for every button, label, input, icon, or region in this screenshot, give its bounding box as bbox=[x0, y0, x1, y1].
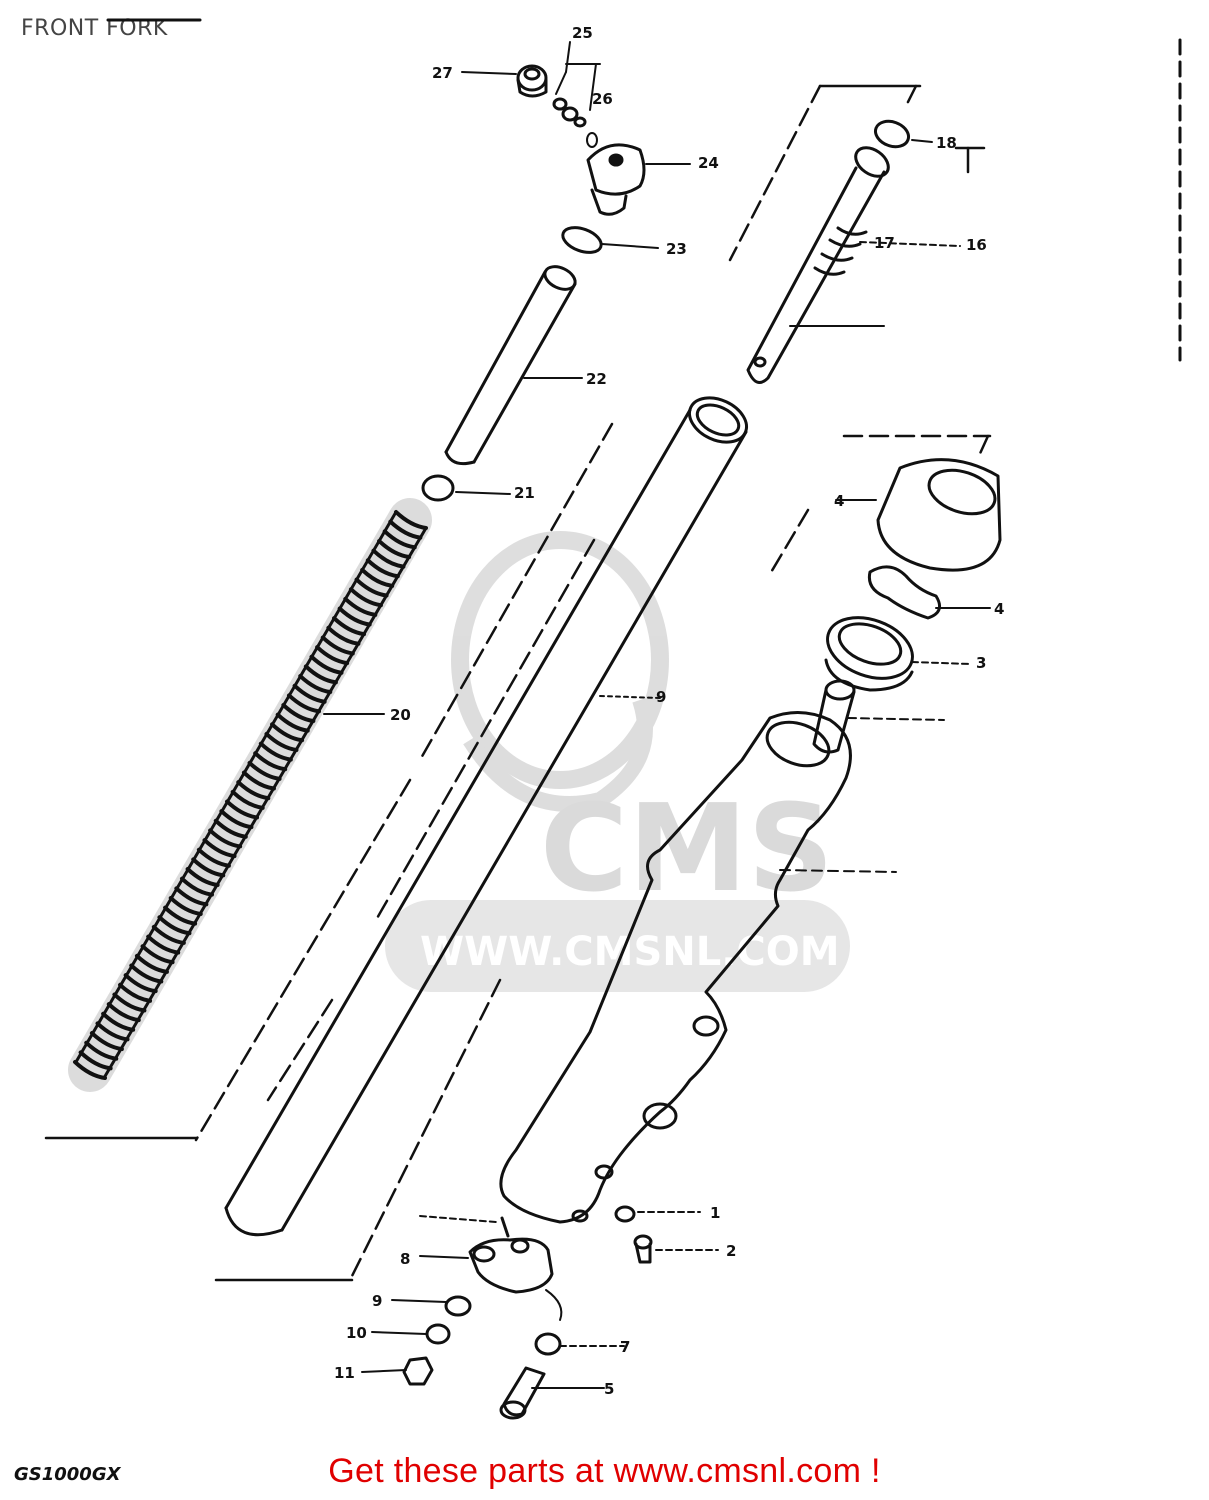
leader-lines bbox=[323, 41, 991, 1389]
label-20: 20 bbox=[390, 706, 411, 724]
label-11: 11 bbox=[334, 1364, 355, 1382]
part-25-valve bbox=[552, 97, 598, 148]
label-4-dust-seal: 4 bbox=[834, 492, 844, 510]
label-21: 21 bbox=[514, 484, 535, 502]
label-9-inner-tube: 9 bbox=[656, 688, 666, 706]
label-1: 1 bbox=[710, 1204, 720, 1222]
cta-link[interactable]: Get these parts at www.cmsnl.com ! bbox=[328, 1452, 881, 1490]
label-10: 10 bbox=[346, 1324, 367, 1342]
part-7-stud-upper bbox=[500, 1216, 510, 1238]
part-18-piston-ring bbox=[874, 119, 910, 149]
part-7-washer bbox=[534, 1332, 562, 1356]
label-27: 27 bbox=[432, 64, 453, 82]
label-7: 7 bbox=[620, 1338, 630, 1356]
part-22-spacer-tube bbox=[444, 265, 577, 466]
label-2: 2 bbox=[726, 1242, 736, 1260]
label-24: 24 bbox=[698, 154, 719, 172]
part-21-spring-seat bbox=[421, 474, 455, 502]
bracket-lines bbox=[44, 84, 992, 1282]
part-11-nut bbox=[402, 1356, 434, 1386]
label-23: 23 bbox=[666, 240, 687, 258]
part-27-cap-nut bbox=[516, 64, 548, 98]
watermark-brand: CMS bbox=[540, 780, 834, 919]
part-20-fork-spring bbox=[68, 498, 432, 1092]
model-code: GS1000GX bbox=[14, 1464, 121, 1485]
part-9-inner-tube bbox=[224, 396, 748, 1237]
label-3: 3 bbox=[976, 654, 986, 672]
part-8-axle-holder bbox=[468, 1237, 554, 1294]
part-10-spring-washer bbox=[425, 1323, 451, 1345]
part-oil-lock-piece bbox=[812, 679, 856, 754]
label-17: 17 bbox=[874, 234, 895, 252]
label-26: 26 bbox=[592, 90, 613, 108]
part-4-dust-seal bbox=[876, 458, 1002, 572]
part-23-o-ring bbox=[561, 226, 603, 254]
part-24-cap-bolt bbox=[586, 143, 646, 216]
part-1-washer bbox=[614, 1205, 636, 1223]
label-4-stopper: 4 bbox=[994, 600, 1004, 618]
part-outer-tube bbox=[499, 711, 852, 1224]
label-8: 8 bbox=[400, 1250, 410, 1268]
label-22: 22 bbox=[586, 370, 607, 388]
part-9-washer bbox=[444, 1295, 472, 1317]
label-18: 18 bbox=[936, 134, 957, 152]
part-2-bolt bbox=[633, 1234, 653, 1264]
watermark: CMS WWW.CMSNL.COM bbox=[385, 531, 850, 992]
label-25: 25 bbox=[572, 24, 593, 42]
part-labels: 25 26 27 24 23 22 21 20 18 17 16 4 4 3 9… bbox=[334, 24, 1004, 1398]
part-3-oil-seal bbox=[824, 616, 914, 692]
label-5: 5 bbox=[604, 1380, 614, 1398]
label-16: 16 bbox=[966, 236, 987, 254]
part-4-stopper-ring bbox=[867, 565, 942, 620]
part-5-damper-bolt bbox=[499, 1366, 546, 1420]
label-9: 9 bbox=[372, 1292, 382, 1310]
part-19-damper-rod bbox=[746, 146, 890, 384]
